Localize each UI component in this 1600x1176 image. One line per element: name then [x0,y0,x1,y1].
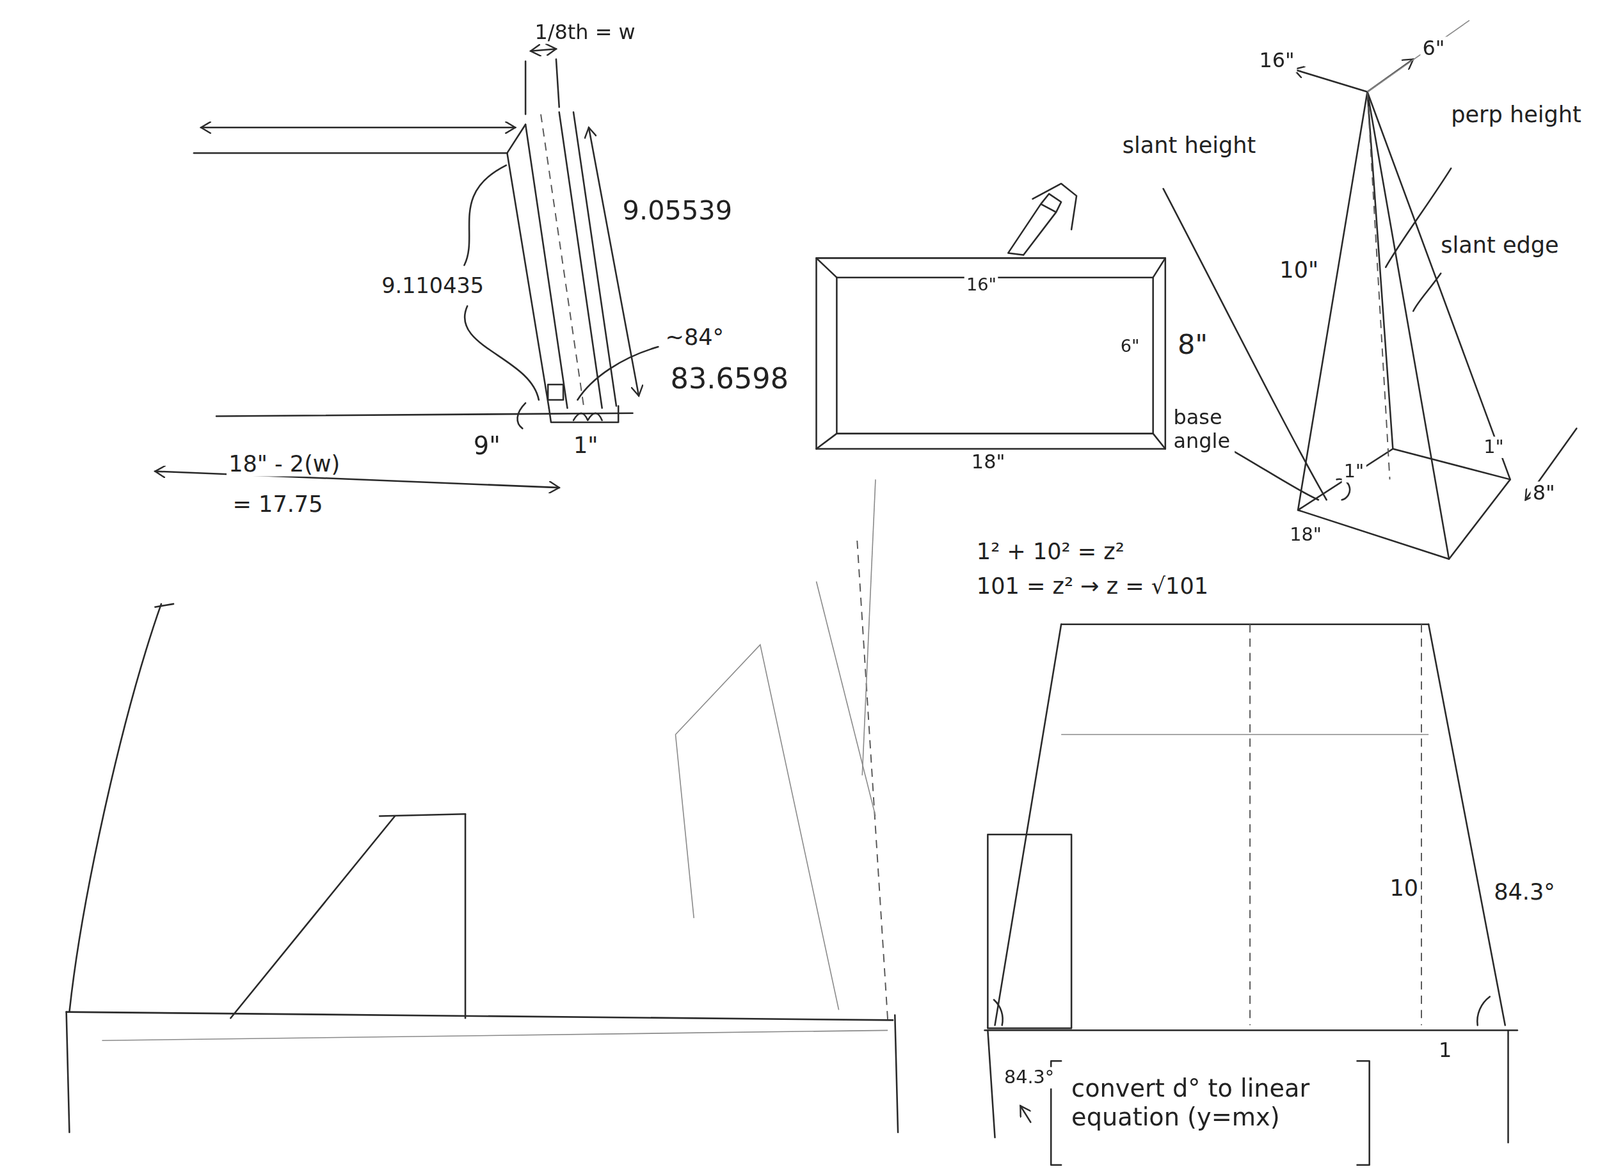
sketch-label: 6" [1118,336,1142,357]
sketch-label: slant height [1120,132,1259,159]
sketch-label: 8" [1175,328,1211,361]
sketch-label: ~84° [663,324,726,351]
sketch-label: 1² + 10² = z² [974,538,1127,565]
sketch-label: 16" [1256,49,1297,73]
sketch-label: 1/8th = w [532,20,637,45]
sketch-label: 84.3° [1491,879,1558,905]
sketch-label: convert d° to linear equation (y=mx) [1069,1075,1350,1132]
sketch-label: 10 [1387,875,1421,902]
sketch-label: = 17.75 [230,491,325,518]
sketch-label: 18" - 2(w) [226,451,342,477]
sketch-label: perp height [1448,101,1584,128]
sketch-label: 1" [1342,461,1367,483]
sketch-label: 9" [471,432,503,461]
sketch-label: 9.110435 [379,273,486,298]
sketch-label: base angle [1171,406,1235,454]
sketch-label: 84.3° [1002,1067,1057,1089]
sketch-label: 1" [571,432,601,459]
sketch-label: slant edge [1438,232,1561,259]
sketch-label: 16" [964,275,999,296]
sketch-label: 9.05539 [620,195,735,227]
sketch-label: 1 [1436,1038,1455,1063]
sketch-label: 18" [1287,524,1324,546]
sketch-label: 6" [1420,36,1447,61]
sketch-label: 1" [1481,436,1506,458]
sketch-label: 10" [1277,257,1321,283]
sketch-label: 18" [969,451,1008,474]
sketch-label: 8" [1530,481,1558,506]
sketch-label: 101 = z² → z = √101 [974,573,1211,600]
sketch-label: 83.6598 [668,363,791,397]
